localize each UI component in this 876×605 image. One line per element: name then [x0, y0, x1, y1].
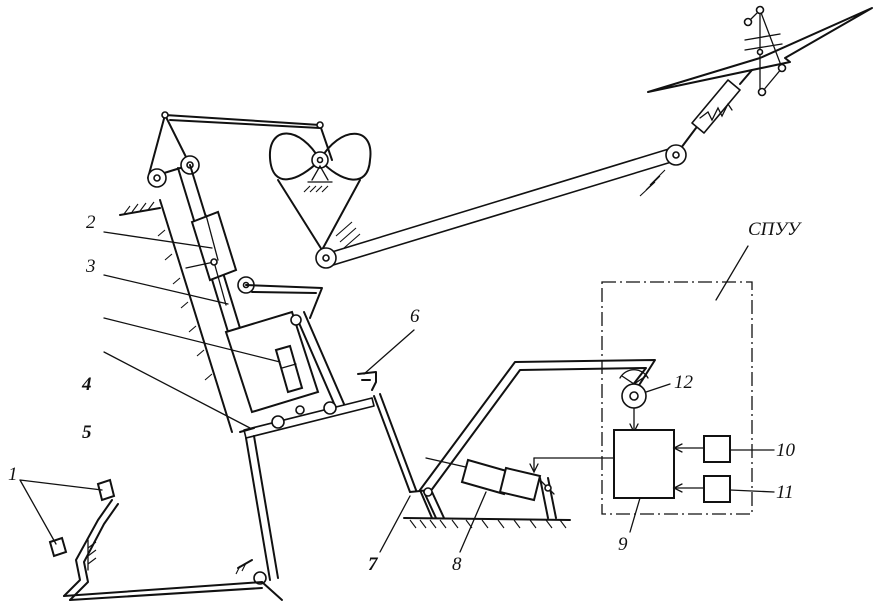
- label-12: 12: [674, 372, 694, 393]
- control-surface: [647, 5, 873, 97]
- label-6: 6: [410, 306, 420, 327]
- spuu-box: [601, 245, 753, 515]
- label-7: 7: [368, 554, 379, 575]
- link-6: [357, 371, 431, 493]
- spring-element: [691, 69, 753, 134]
- upper-linkage: [147, 111, 333, 188]
- actuator-box: [224, 310, 345, 414]
- sensor-12: [619, 369, 649, 434]
- block-10: [672, 435, 731, 463]
- label-2: 2: [86, 212, 96, 233]
- label-spuu: СПУУ: [748, 219, 802, 240]
- lower-left-linkage: [63, 435, 283, 601]
- pedal-1: [19, 478, 119, 601]
- inclined-support: [119, 164, 263, 433]
- actuator-8: [425, 457, 555, 502]
- label-1: 1: [8, 464, 18, 485]
- long-push-rod: [321, 127, 697, 267]
- label-3: 3: [85, 256, 96, 277]
- ground-base: [403, 477, 571, 529]
- label-9: 9: [618, 534, 628, 555]
- label-8: 8: [452, 554, 462, 575]
- label-4: 4: [81, 374, 92, 395]
- leader-lines: [103, 231, 775, 553]
- block-9: [529, 429, 675, 499]
- sector-pulley: [268, 132, 372, 269]
- lower-beam: [239, 397, 375, 439]
- label-11: 11: [776, 482, 794, 503]
- label-10: 10: [776, 440, 796, 461]
- actuator-2: [185, 210, 323, 319]
- block-11: [672, 475, 731, 503]
- label-5: 5: [82, 422, 92, 443]
